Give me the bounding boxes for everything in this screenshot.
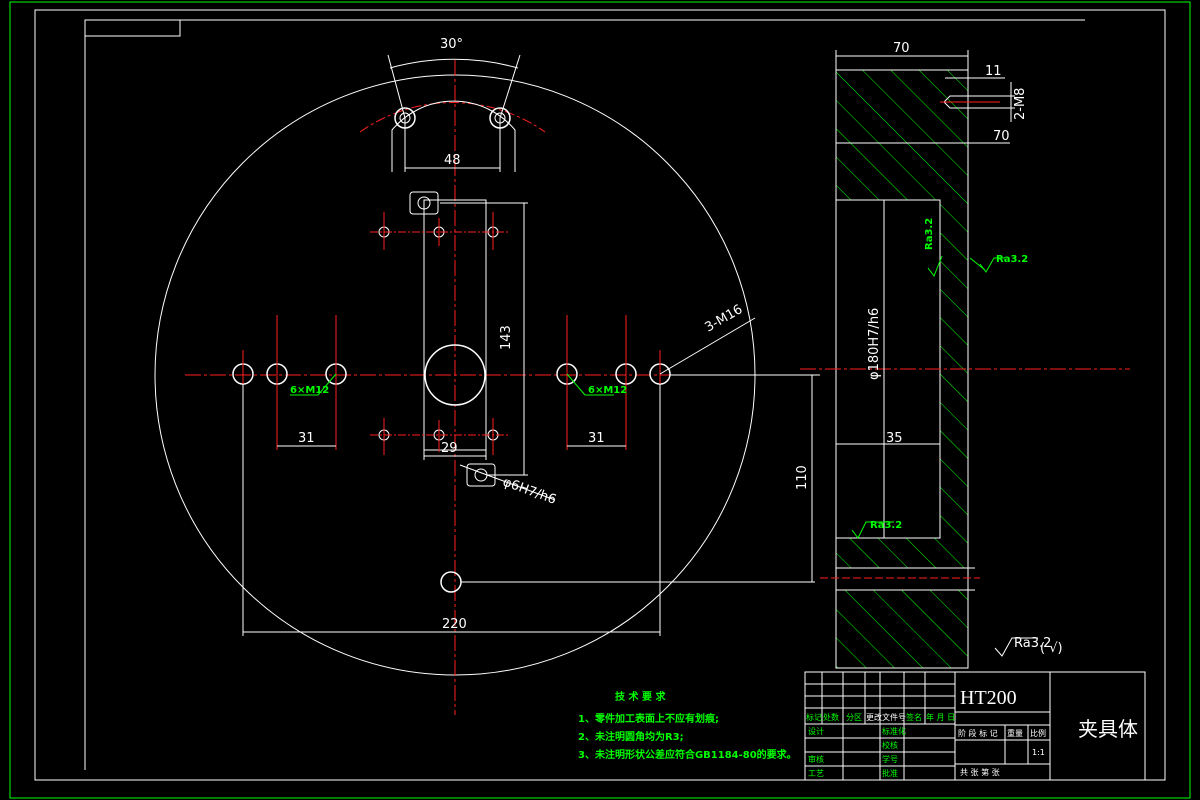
tb-sheet: 共 张 第 张	[960, 767, 1000, 777]
tb-weight: 重量	[1007, 728, 1023, 738]
sector-line-left	[387, 54, 406, 119]
tech-item-2: 2、未注明圆角均为R3;	[578, 730, 684, 743]
bottom-hole	[440, 571, 462, 593]
hole-row-right	[556, 315, 671, 450]
corner-box	[84, 19, 181, 37]
dim-29: 29	[441, 441, 458, 456]
dim-pin-fit: φ6H7/h6	[501, 475, 559, 508]
bolt-arc-centerline	[359, 102, 546, 133]
dim-143: 143	[499, 325, 514, 350]
tb-header-count: 处数	[823, 712, 839, 722]
dim-angle-30: 30°	[440, 37, 463, 52]
dim-3m16: 3-M16	[703, 302, 746, 335]
dim-2m8: 2-M8	[1013, 88, 1028, 120]
label-6xm12-left: 6×M12	[290, 385, 329, 396]
leader-left	[317, 373, 337, 396]
m16-leader	[659, 317, 756, 375]
tech-item-3: 3、未注明形状公差应符合GB1184-80的要求。	[578, 748, 797, 761]
tb-material: HT200	[960, 687, 1017, 709]
dim-70-top: 70	[893, 41, 910, 56]
tb-row-review: 审核	[808, 754, 824, 764]
dim-11: 11	[985, 64, 1002, 79]
roughness-symbol-a	[927, 255, 943, 278]
title-block-frame	[804, 671, 1146, 781]
tb-right-number: 学号	[882, 754, 898, 764]
label-6xm12-right: 6×M12	[588, 385, 627, 396]
roughness-a: Ra3.2	[924, 218, 935, 250]
sector-line-right	[499, 54, 521, 119]
tb-header-zone: 分区	[846, 713, 862, 722]
tech-title: 技 术 要 求	[615, 690, 666, 703]
leader-right	[566, 373, 586, 396]
tb-right-check: 校核	[882, 740, 898, 750]
dim-70b: 70	[993, 129, 1010, 144]
roughness-main: Ra3.2	[1014, 636, 1051, 651]
tb-scale-label: 比例	[1030, 728, 1046, 738]
sector-boss	[391, 100, 516, 172]
tb-header-date: 年 月 日	[926, 712, 955, 722]
tb-scale-value: 1:1	[1032, 748, 1045, 757]
center-bore	[424, 344, 486, 406]
small-holes-lower	[370, 418, 508, 455]
roughness-symbol-c	[851, 521, 894, 539]
hole-row-left	[232, 315, 347, 450]
angle-arc	[389, 58, 519, 69]
tb-header-mark: 标记	[806, 712, 822, 722]
section-view: 2-M8 70 11 70 φ180H7/h6 35 Ra3.2 Ra3.2 R…	[800, 41, 1130, 669]
roughness-leader-b	[969, 257, 986, 271]
pin-top	[417, 196, 431, 210]
dim-bore: φ180H7/h6	[867, 308, 882, 380]
dim-31-left: 31	[298, 431, 315, 446]
tb-row-design: 设计	[808, 726, 824, 736]
tb-header-file: 更改文件号	[866, 712, 906, 722]
dim-31-right: 31	[588, 431, 605, 446]
tech-requirements: 技 术 要 求 1、零件加工表面上不应有划痕; 2、未注明圆角均为R3; 3、未…	[578, 690, 797, 761]
revision-grid	[805, 672, 955, 780]
outer-border	[9, 1, 1191, 799]
front-view: 30° 48 143	[154, 37, 820, 715]
roughness-main-suffix: ( √)	[1040, 641, 1063, 656]
center-slot	[423, 199, 487, 451]
roughness-b: Ra3.2	[996, 254, 1028, 265]
tb-stage: 阶 段 标 记	[958, 728, 998, 738]
roughness-symbol-main	[994, 637, 1038, 657]
tb-row-process: 工艺	[808, 769, 824, 778]
tb-header-sign: 签名	[906, 712, 922, 722]
small-holes-upper	[370, 212, 508, 250]
general-roughness: Ra3.2 ( √)	[994, 636, 1063, 657]
gap-void	[836, 568, 968, 590]
dim-35: 35	[886, 431, 903, 446]
pin-box-top	[409, 191, 439, 215]
tb-right-approve: 批准	[882, 768, 898, 778]
tech-item-1: 1、零件加工表面上不应有划痕;	[578, 712, 719, 725]
dim-110: 110	[795, 465, 810, 490]
roughness-c: Ra3.2	[870, 520, 902, 531]
inner-border	[34, 9, 1166, 781]
tb-part-name: 夹具体	[1078, 717, 1138, 741]
title-block: 标记 处数 分区 更改文件号 签名 年 月 日 设计 标准化 审核 工艺 校核 …	[804, 671, 1146, 781]
pin-leader	[459, 464, 556, 501]
tb-row-standard: 标准化	[882, 726, 906, 736]
dim-220: 220	[442, 617, 467, 632]
dim-48: 48	[444, 153, 461, 168]
